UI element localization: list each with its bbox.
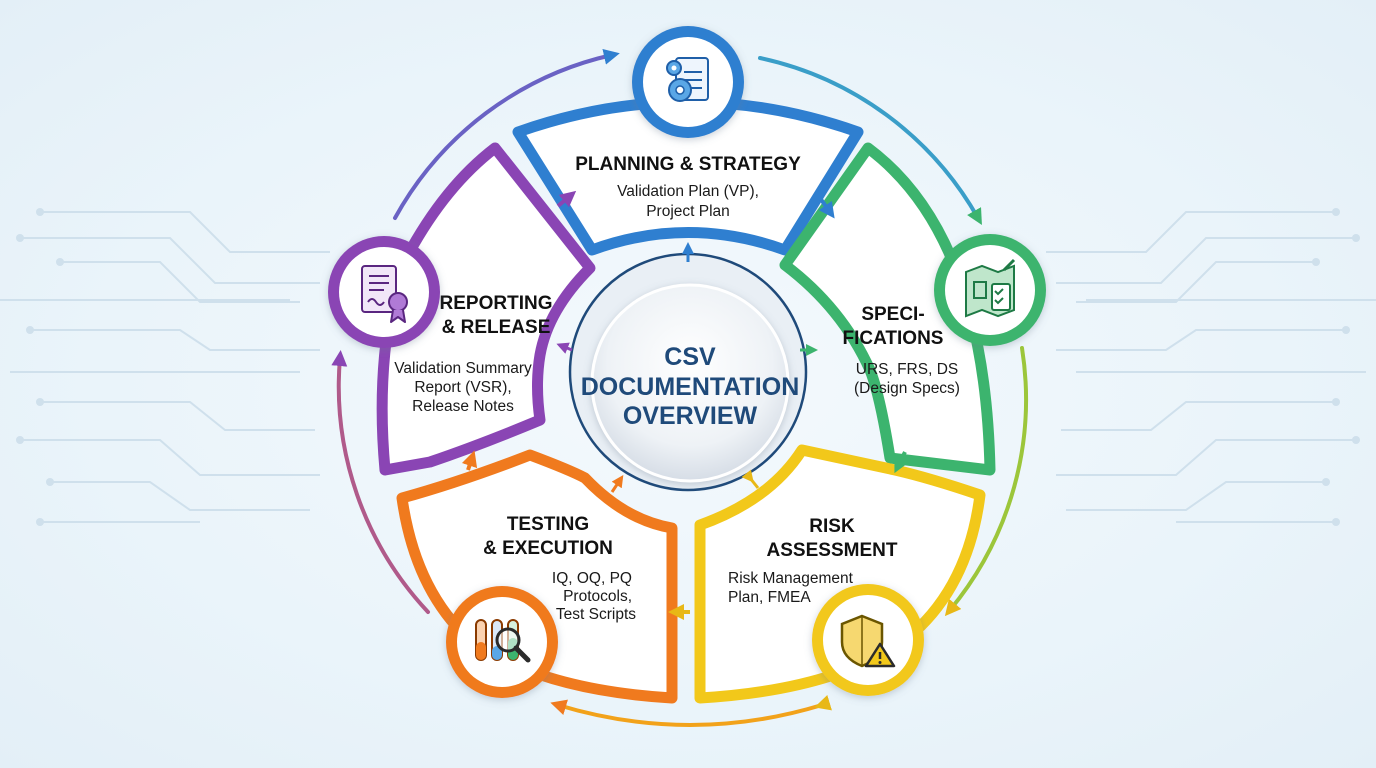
reporting-desc-line3: Release Notes bbox=[412, 398, 514, 415]
testing-desc-line3: Test Scripts bbox=[556, 606, 636, 623]
circuit-decoration-right bbox=[1046, 211, 1376, 523]
circuit-decoration-left bbox=[0, 211, 330, 523]
specs-desc-line2: (Design Specs) bbox=[854, 380, 960, 397]
center-title-line1: CSV bbox=[664, 343, 716, 371]
testing-desc-line2: Protocols, bbox=[563, 588, 632, 605]
segment-planning: PLANNING & STRATEGY Validation Plan (VP)… bbox=[512, 96, 864, 256]
arrow-risk-to-testing bbox=[550, 695, 832, 727]
outer-cycle-arrows bbox=[331, 48, 1028, 727]
blueprint-checklist-icon bbox=[934, 234, 1046, 346]
risk-desc-line2: Plan, FMEA bbox=[728, 589, 811, 606]
arrow-specs-to-risk bbox=[944, 346, 1028, 617]
planning-desc-line2: Project Plan bbox=[646, 203, 730, 220]
arrow-planning-to-specs bbox=[758, 56, 982, 225]
center-title-line3: OVERVIEW bbox=[623, 402, 758, 430]
planning-desc-line1: Validation Plan (VP), bbox=[617, 183, 759, 200]
specs-desc-line1: URS, FRS, DS bbox=[856, 361, 958, 378]
segment-specifications: SPECI- FICATIONS URS, FRS, DS (Design Sp… bbox=[779, 142, 996, 476]
risk-desc-line1: Risk Management bbox=[728, 570, 854, 587]
planning-title: PLANNING & STRATEGY bbox=[575, 154, 801, 175]
document-gears-icon bbox=[632, 26, 744, 138]
shield-warning-icon bbox=[812, 584, 924, 696]
testing-title-line2: & EXECUTION bbox=[483, 538, 613, 559]
segment-reporting: REPORTING & RELEASE Validation Summary R… bbox=[376, 142, 596, 476]
risk-title-line1: RISK bbox=[809, 516, 855, 537]
arrow-reporting-to-planning bbox=[393, 48, 620, 220]
reporting-desc-line2: Report (VSR), bbox=[414, 379, 511, 396]
center-title-line2: DOCUMENTATION bbox=[581, 373, 800, 401]
reporting-desc-line1: Validation Summary bbox=[394, 360, 532, 377]
testing-title-line1: TESTING bbox=[507, 514, 589, 535]
testing-desc-line1: IQ, OQ, PQ bbox=[552, 570, 632, 587]
reporting-title-line2: & RELEASE bbox=[442, 317, 551, 338]
specs-title-line1: SPECI- bbox=[861, 304, 924, 325]
risk-title-line2: ASSESSMENT bbox=[767, 540, 898, 561]
center-hub: CSV DOCUMENTATION OVERVIEW bbox=[581, 283, 800, 483]
specs-title-line2: FICATIONS bbox=[843, 328, 944, 349]
reporting-title-line1: REPORTING bbox=[440, 293, 553, 314]
test-tubes-magnifier-icon bbox=[446, 586, 558, 698]
certificate-document-icon bbox=[328, 236, 440, 348]
arrow-testing-to-reporting bbox=[331, 350, 430, 614]
circuit-nodes bbox=[16, 208, 1360, 526]
segment-risk: RISK ASSESSMENT Risk Management Plan, FM… bbox=[694, 444, 986, 704]
